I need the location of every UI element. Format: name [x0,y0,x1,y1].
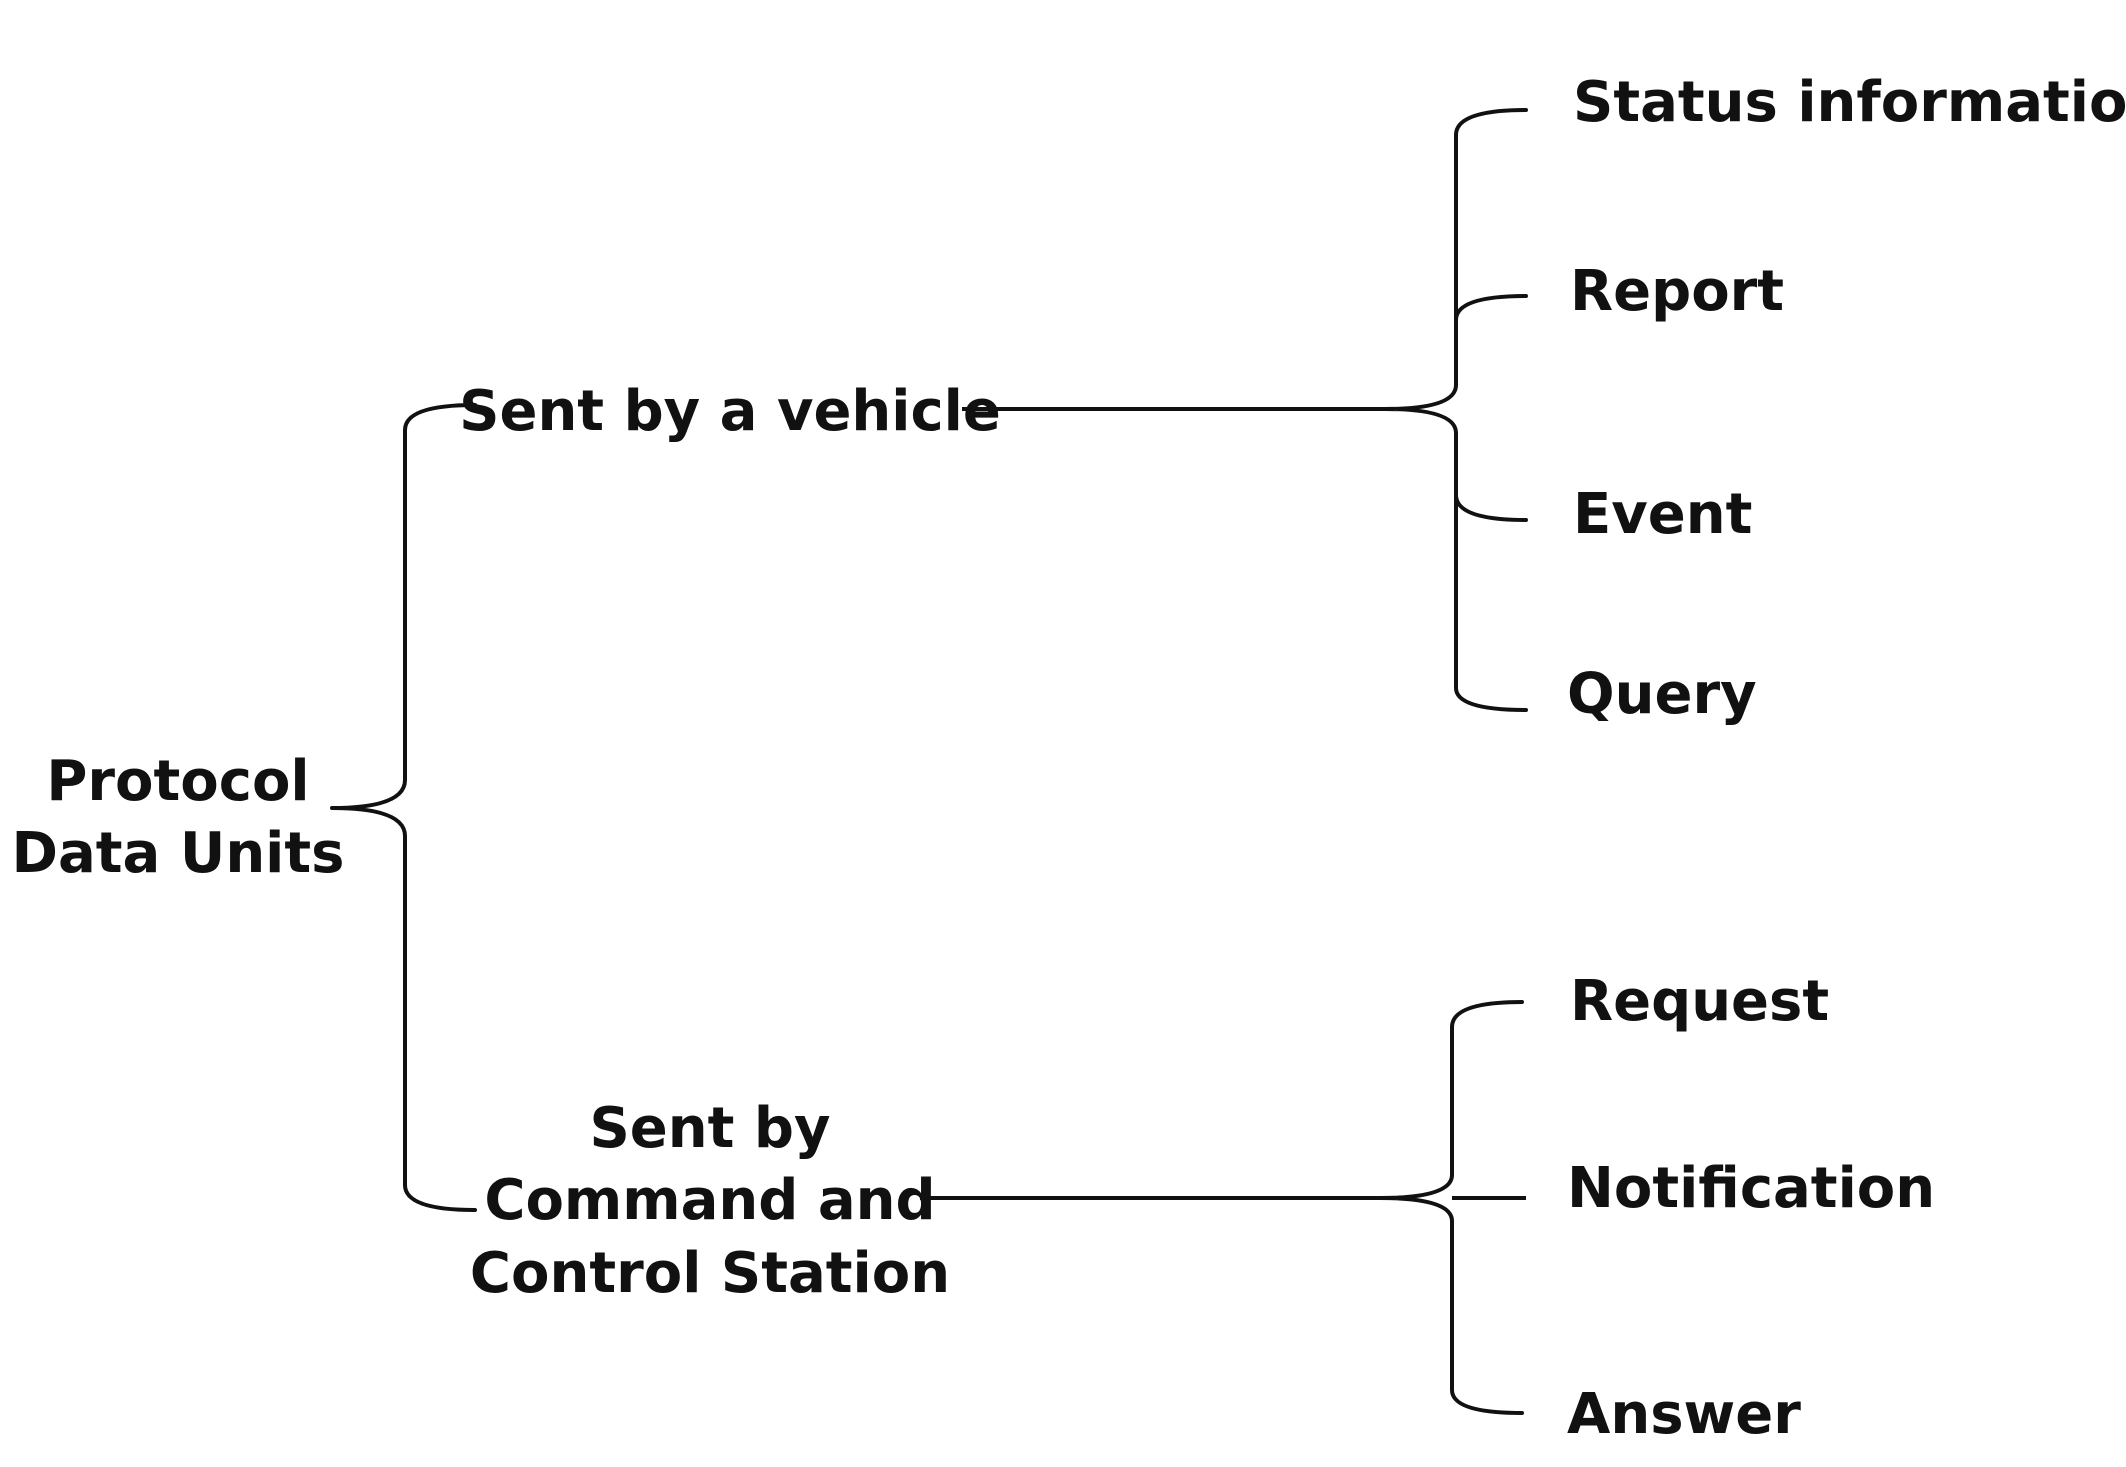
branch-vehicle-brace [1383,108,1528,712]
child-answer: Answer [1567,1382,1801,1447]
branch-station-label-line-2: Command and [484,1168,935,1233]
root-label-line-1: Protocol [46,749,309,814]
branch-station-brace [1378,1000,1524,1415]
branch-station-children: Request Notification Answer [1567,969,1935,1447]
branch-vehicle-tick-report [1454,294,1528,322]
child-event: Event [1573,482,1752,547]
root-label-line-2: Data Units [12,821,345,886]
root-node: Protocol Data Units [12,749,345,886]
child-query: Query [1567,662,1757,727]
child-report: Report [1570,259,1784,324]
branch-vehicle-tick-event [1454,493,1528,522]
branch-vehicle-node: Sent by a vehicle [459,379,1001,444]
child-notification: Notification [1567,1156,1935,1221]
branch-station-label-line-3: Control Station [470,1241,950,1306]
branch-vehicle-children: Status information Report Event Query [1567,70,2126,727]
child-request: Request [1570,969,1829,1034]
branch-station-label-line-1: Sent by [589,1096,830,1161]
root-brace [330,403,477,1212]
branch-station-node: Sent by Command and Control Station [470,1096,950,1306]
branch-vehicle-label: Sent by a vehicle [459,379,1001,444]
child-status-information: Status information [1573,70,2126,135]
